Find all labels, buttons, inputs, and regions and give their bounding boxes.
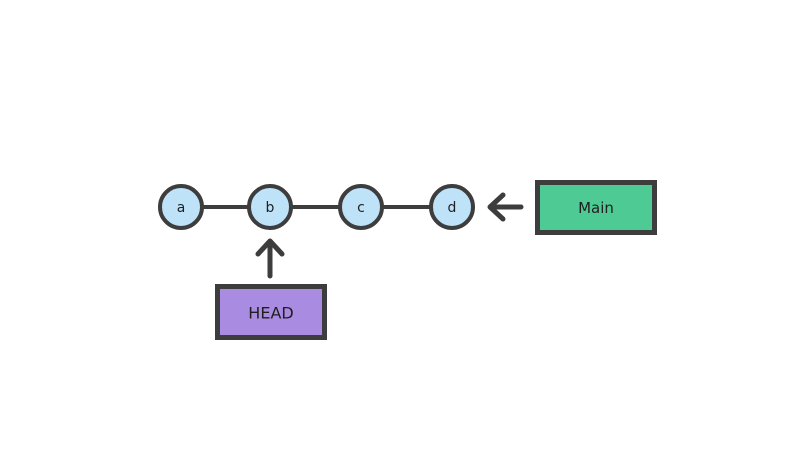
main-ref-label: Main [578, 199, 614, 217]
head-ref: HEAD [215, 284, 327, 340]
main-ref: Main [535, 180, 657, 235]
commit-node-d-circle [429, 184, 475, 230]
commit-node-a: a [158, 184, 204, 230]
commit-node-b-circle [247, 184, 293, 230]
commit-node-a-label: a [177, 200, 186, 216]
commit-node-c-label: c [357, 200, 365, 216]
main-ref-box [535, 180, 657, 235]
commit-node-d-label: d [448, 200, 457, 216]
commit-node-c-circle [338, 184, 384, 230]
head-ref-box [215, 284, 327, 340]
up-arrow-icon [255, 238, 285, 279]
commit-node-d: d [429, 184, 475, 230]
head-ref-label: HEAD [248, 304, 293, 323]
commit-node-c: c [338, 184, 384, 230]
commit-node-b: b [247, 184, 293, 230]
commit-node-b-label: b [266, 200, 275, 216]
commit-node-a-circle [158, 184, 204, 230]
left-arrow-icon [487, 192, 524, 222]
